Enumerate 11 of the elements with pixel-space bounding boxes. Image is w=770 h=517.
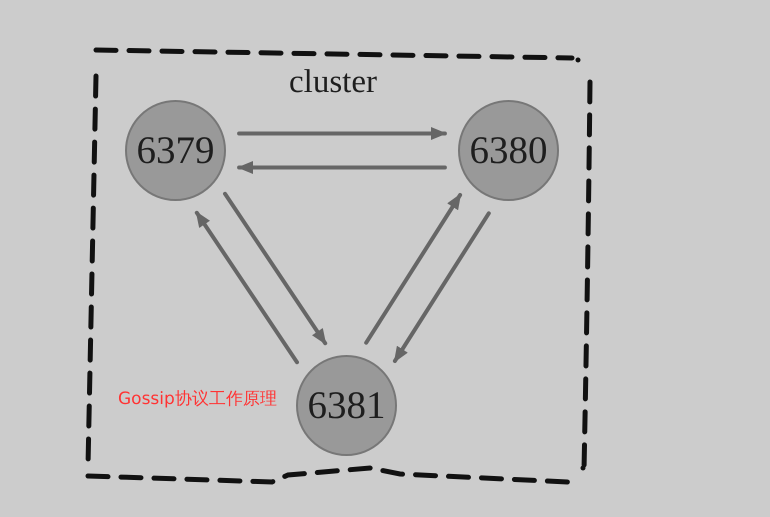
arrow [237,161,447,174]
port-number: 6379 [136,131,214,170]
arrow [194,210,299,364]
arrow [237,127,447,140]
cluster-title: cluster [289,66,377,99]
port-number: 6380 [470,131,548,170]
port-number: 6381 [308,386,386,425]
arrow [364,193,462,345]
arrow [392,211,491,363]
arrow [223,192,328,346]
annotation-text: Gossip协议工作原理 [118,390,277,409]
